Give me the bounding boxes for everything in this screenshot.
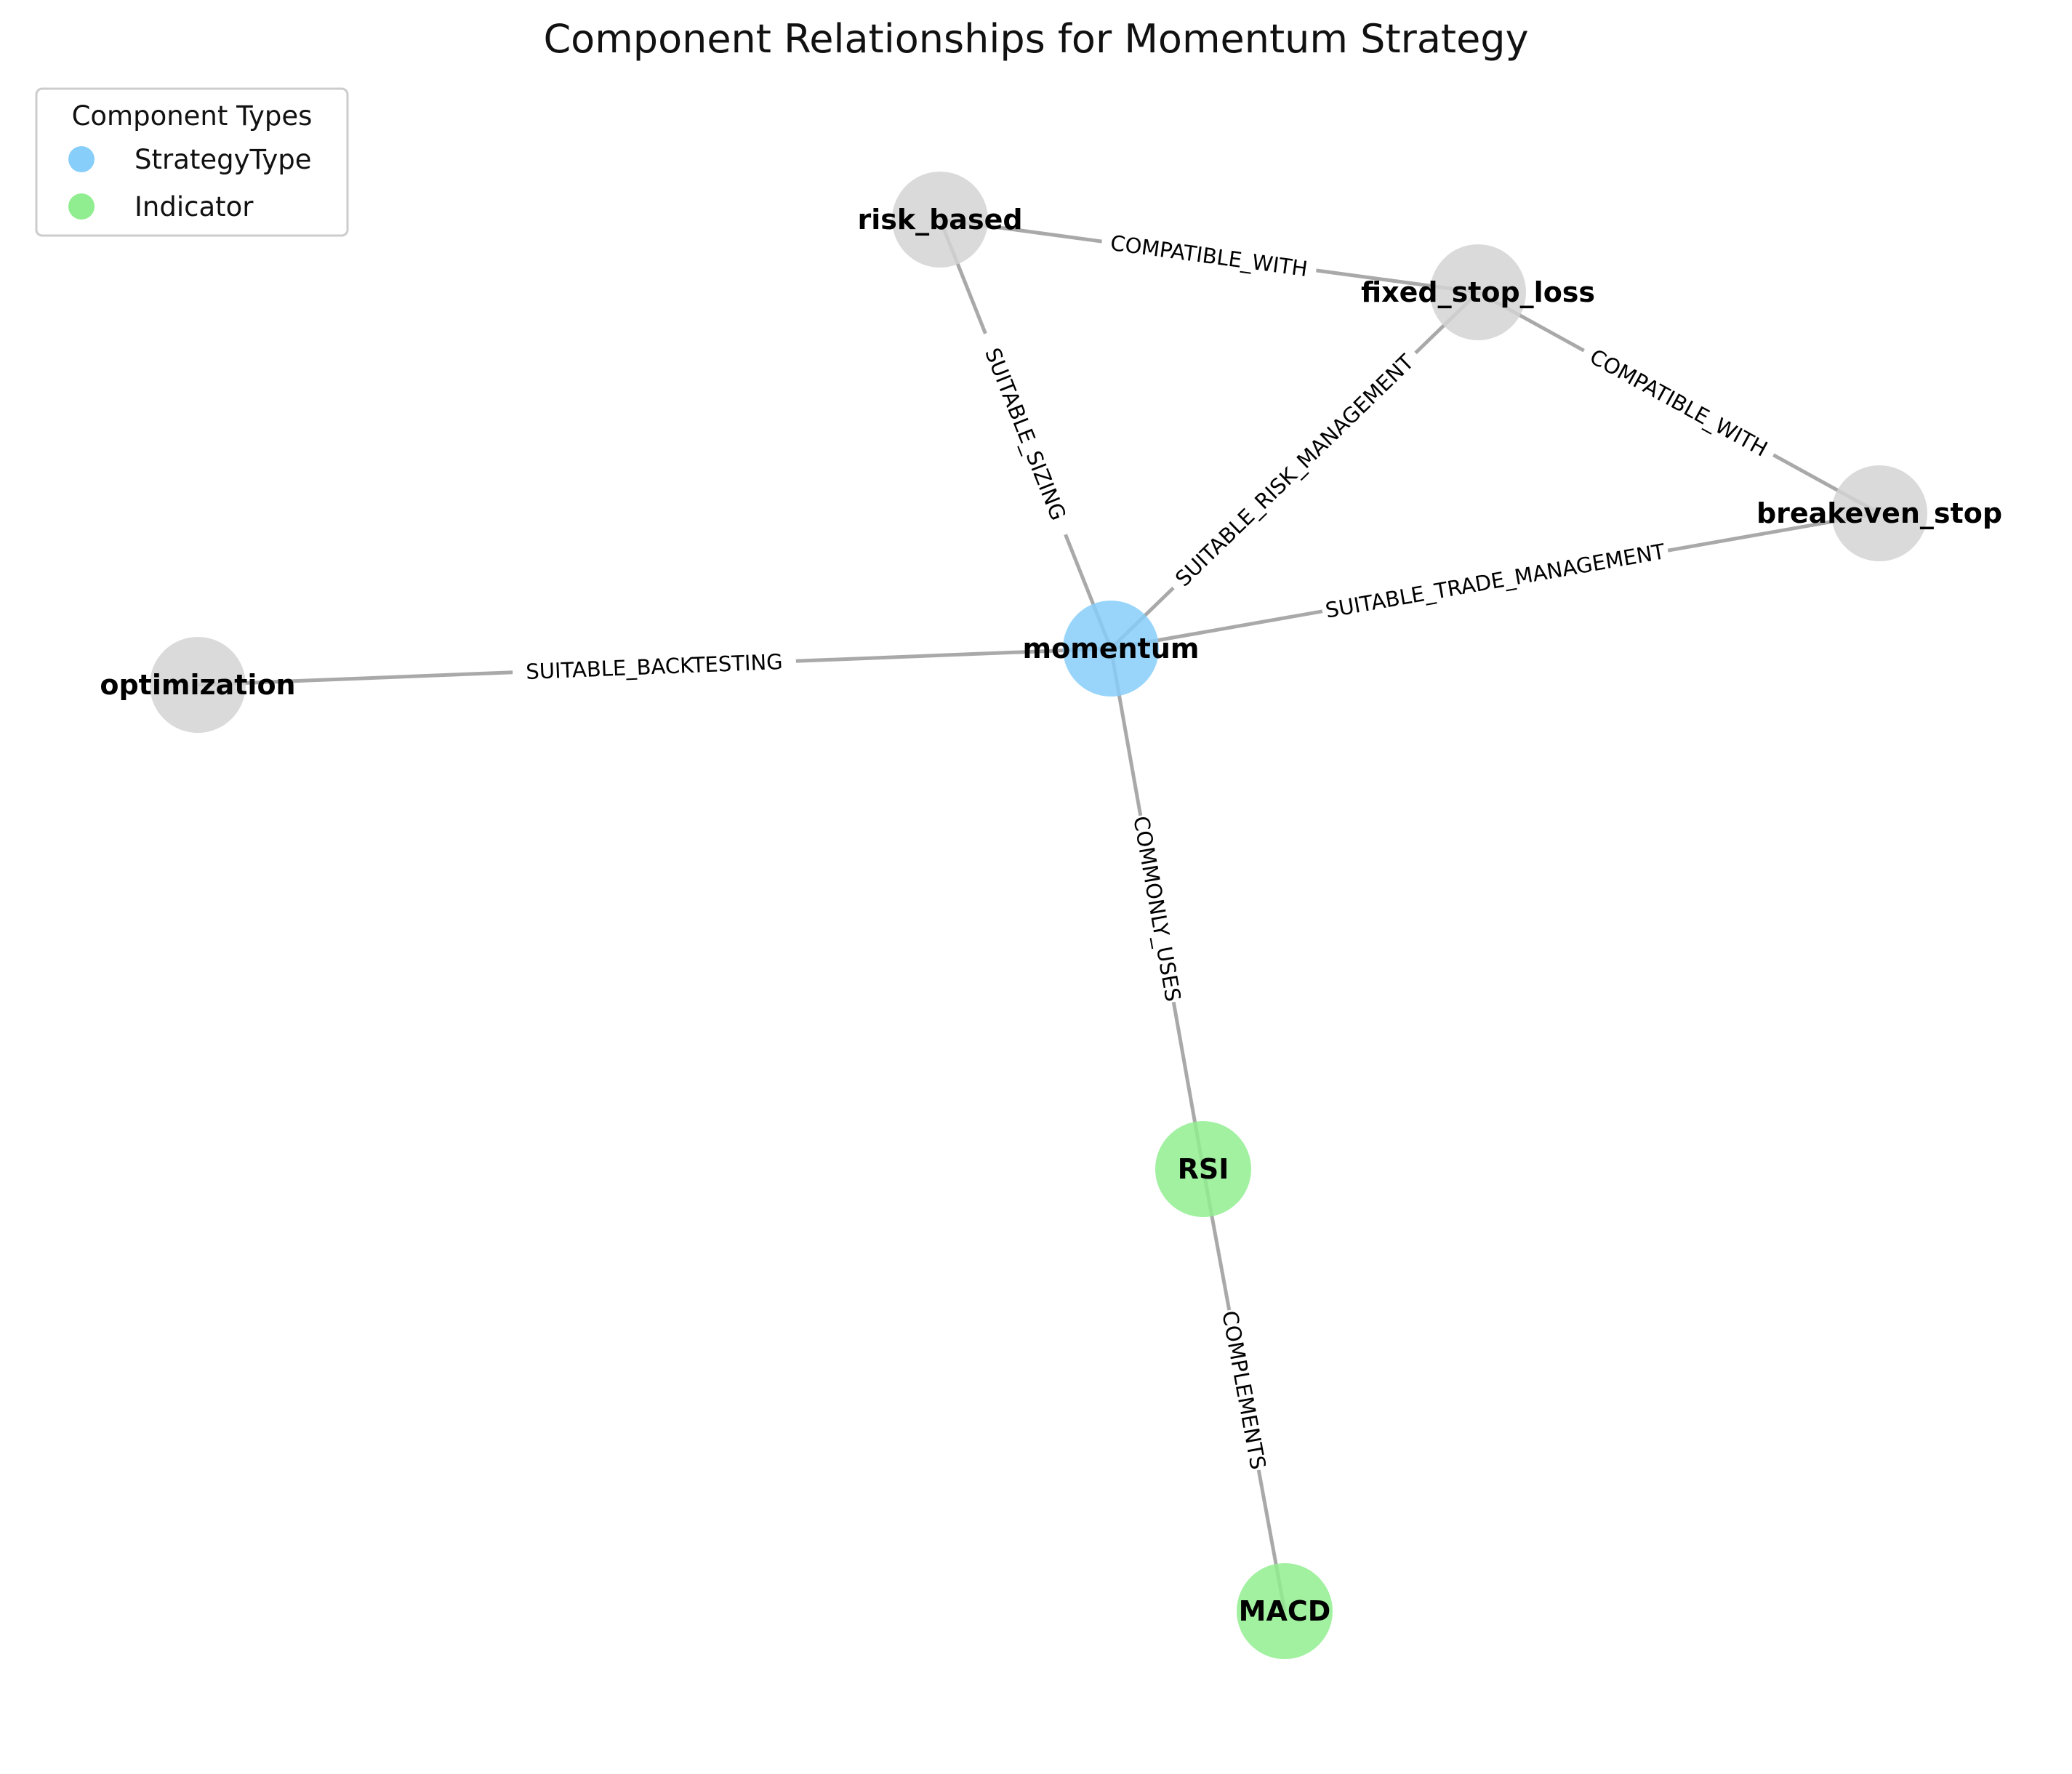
node-MACD: MACD <box>1237 1563 1333 1659</box>
node-label: MACD <box>1239 1595 1331 1627</box>
edge-fixed_stop_loss-breakeven_stop: COMPATIBLE_WITH <box>1477 290 1881 515</box>
node-circle <box>1430 244 1526 340</box>
edge-label-group: COMPATIBLE_WITH <box>1576 337 1781 469</box>
node-circle <box>150 637 246 733</box>
edge-label-group: SUITABLE_TRADE_MANAGEMENT <box>1320 535 1671 627</box>
node-breakeven_stop: breakeven_stop <box>1756 465 2002 561</box>
node-circle <box>892 172 988 268</box>
edge-label: COMPLEMENTS <box>1217 1309 1271 1472</box>
edge-label: COMPATIBLE_WITH <box>1586 344 1772 462</box>
node-circle <box>1155 1121 1251 1217</box>
edge-label-background <box>971 328 1080 540</box>
edge-label-background <box>1125 813 1189 1005</box>
legend-item-strategytype: StrategyType <box>68 144 312 175</box>
edge-label-group: SUITABLE_SIZING <box>971 328 1080 540</box>
edge-label-group: COMPATIBLE_WITH <box>1099 226 1319 286</box>
edge-RSI-MACD: COMPLEMENTS <box>1201 1168 1287 1612</box>
node-optimization: optimization <box>100 637 296 733</box>
node-circle <box>1831 465 1927 561</box>
chart-title: Component Relationships for Momentum Str… <box>543 16 1528 62</box>
node-label: momentum <box>1023 633 1200 665</box>
node-circle <box>1063 601 1159 697</box>
node-label: optimization <box>100 669 295 701</box>
edge-label: COMMONLY_USES <box>1128 814 1186 1003</box>
edge-label-background <box>512 646 797 688</box>
node-risk_based: risk_based <box>857 172 1023 268</box>
edge-label-background <box>1320 535 1671 627</box>
legend-label-indicator: Indicator <box>134 191 254 222</box>
legend-title: Component Types <box>72 100 313 132</box>
node-label: risk_based <box>857 204 1022 236</box>
legend-item-indicator: Indicator <box>68 191 254 222</box>
node-fixed_stop_loss: fixed_stop_loss <box>1361 244 1595 340</box>
legend-box <box>35 87 349 237</box>
edge-label-group: COMMONLY_USES <box>1125 813 1189 1005</box>
node-RSI: RSI <box>1155 1121 1251 1217</box>
edge-momentum-risk_based: SUITABLE_SIZING <box>938 219 1113 649</box>
edge-label: SUITABLE_TRADE_MANAGEMENT <box>1323 539 1666 623</box>
edge-label-background <box>1099 226 1319 286</box>
legend: Component Types StrategyType Indicator <box>35 87 349 237</box>
edge-label: SUITABLE_SIZING <box>980 345 1071 524</box>
edges-layer: COMPATIBLE_WITH COMPATIBLE_WITH SUITABLE_S… <box>197 217 1881 1612</box>
nodes-layer: risk_based fixed_stop_loss breakeven_stopm… <box>100 172 2002 1659</box>
edge-label-group: SUITABLE_RISK_MANAGEMENT <box>1163 342 1426 599</box>
node-label: breakeven_stop <box>1756 497 2002 529</box>
node-label: RSI <box>1178 1153 1229 1185</box>
legend-marker-indicator <box>68 193 95 220</box>
edge-momentum-RSI: COMMONLY_USES <box>1109 648 1205 1170</box>
edge-label: COMPATIBLE_WITH <box>1109 230 1309 281</box>
node-circle <box>1237 1563 1333 1659</box>
edge-label-group: SUITABLE_BACKTESTING <box>512 646 797 688</box>
edge-momentum-optimization: SUITABLE_BACKTESTING <box>197 646 1112 688</box>
edge-label-background <box>1576 337 1781 469</box>
edge-label-background <box>1214 1307 1274 1473</box>
legend-marker-strategytype <box>68 146 95 172</box>
edge-label-group: COMPLEMENTS <box>1214 1307 1274 1473</box>
edge-label-background <box>1163 342 1426 599</box>
edge-label: SUITABLE_BACKTESTING <box>526 649 784 684</box>
legend-label-strategytype: StrategyType <box>134 144 312 175</box>
node-label: fixed_stop_loss <box>1361 276 1595 308</box>
node-momentum: momentum <box>1023 601 1200 697</box>
edge-label: SUITABLE_RISK_MANAGEMENT <box>1170 350 1418 592</box>
